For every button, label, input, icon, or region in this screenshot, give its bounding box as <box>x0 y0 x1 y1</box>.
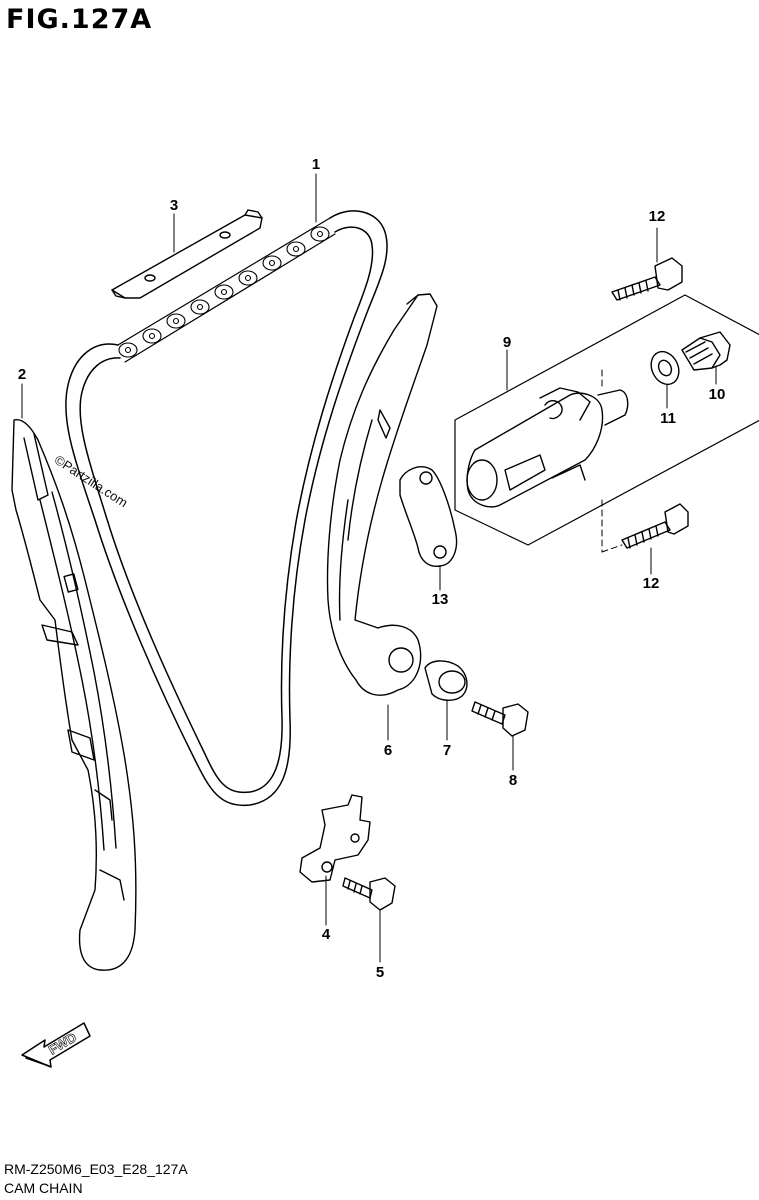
callout-8: 8 <box>508 772 518 789</box>
callout-10: 10 <box>708 386 726 403</box>
chain-tensioner-guide <box>11 418 137 971</box>
footer-model-code: RM-Z250M6_E03_E28_127A <box>4 1161 188 1177</box>
figure-title: FIG.127A <box>6 4 153 35</box>
callout-6: 6 <box>383 742 393 759</box>
callout-2: 2 <box>17 366 27 383</box>
callout-9: 9 <box>502 334 512 351</box>
callout-11: 11 <box>660 410 676 427</box>
fwd-label: FWD <box>46 1029 79 1057</box>
sealing-washer <box>650 350 680 386</box>
leader-lines <box>21 173 717 963</box>
callout-12-bottom: 12 <box>642 575 660 592</box>
callout-13: 13 <box>431 591 449 608</box>
callout-3: 3 <box>169 197 179 214</box>
guide-bracket <box>299 794 371 883</box>
tensioner-bolt-bottom <box>621 503 689 549</box>
callout-12-top: 12 <box>648 208 666 225</box>
cam-chain <box>65 210 388 807</box>
bracket-bolt <box>342 877 396 911</box>
callout-7: 7 <box>442 742 452 759</box>
chain-guide-arm <box>326 293 438 696</box>
chain-guide-plate <box>111 209 263 299</box>
guide-bolt <box>471 701 529 737</box>
callout-5: 5 <box>375 964 385 981</box>
footer-section-name: CAM CHAIN <box>4 1180 83 1196</box>
tensioner-assembly <box>454 294 759 546</box>
guide-collar <box>424 660 468 701</box>
callout-4: 4 <box>321 926 331 943</box>
fwd-arrow-icon <box>21 1022 91 1068</box>
tensioner-bolt-top <box>611 257 683 301</box>
tensioner-gasket <box>399 466 458 567</box>
tensioner-cap-bolt <box>681 331 731 371</box>
callout-1: 1 <box>311 156 321 173</box>
